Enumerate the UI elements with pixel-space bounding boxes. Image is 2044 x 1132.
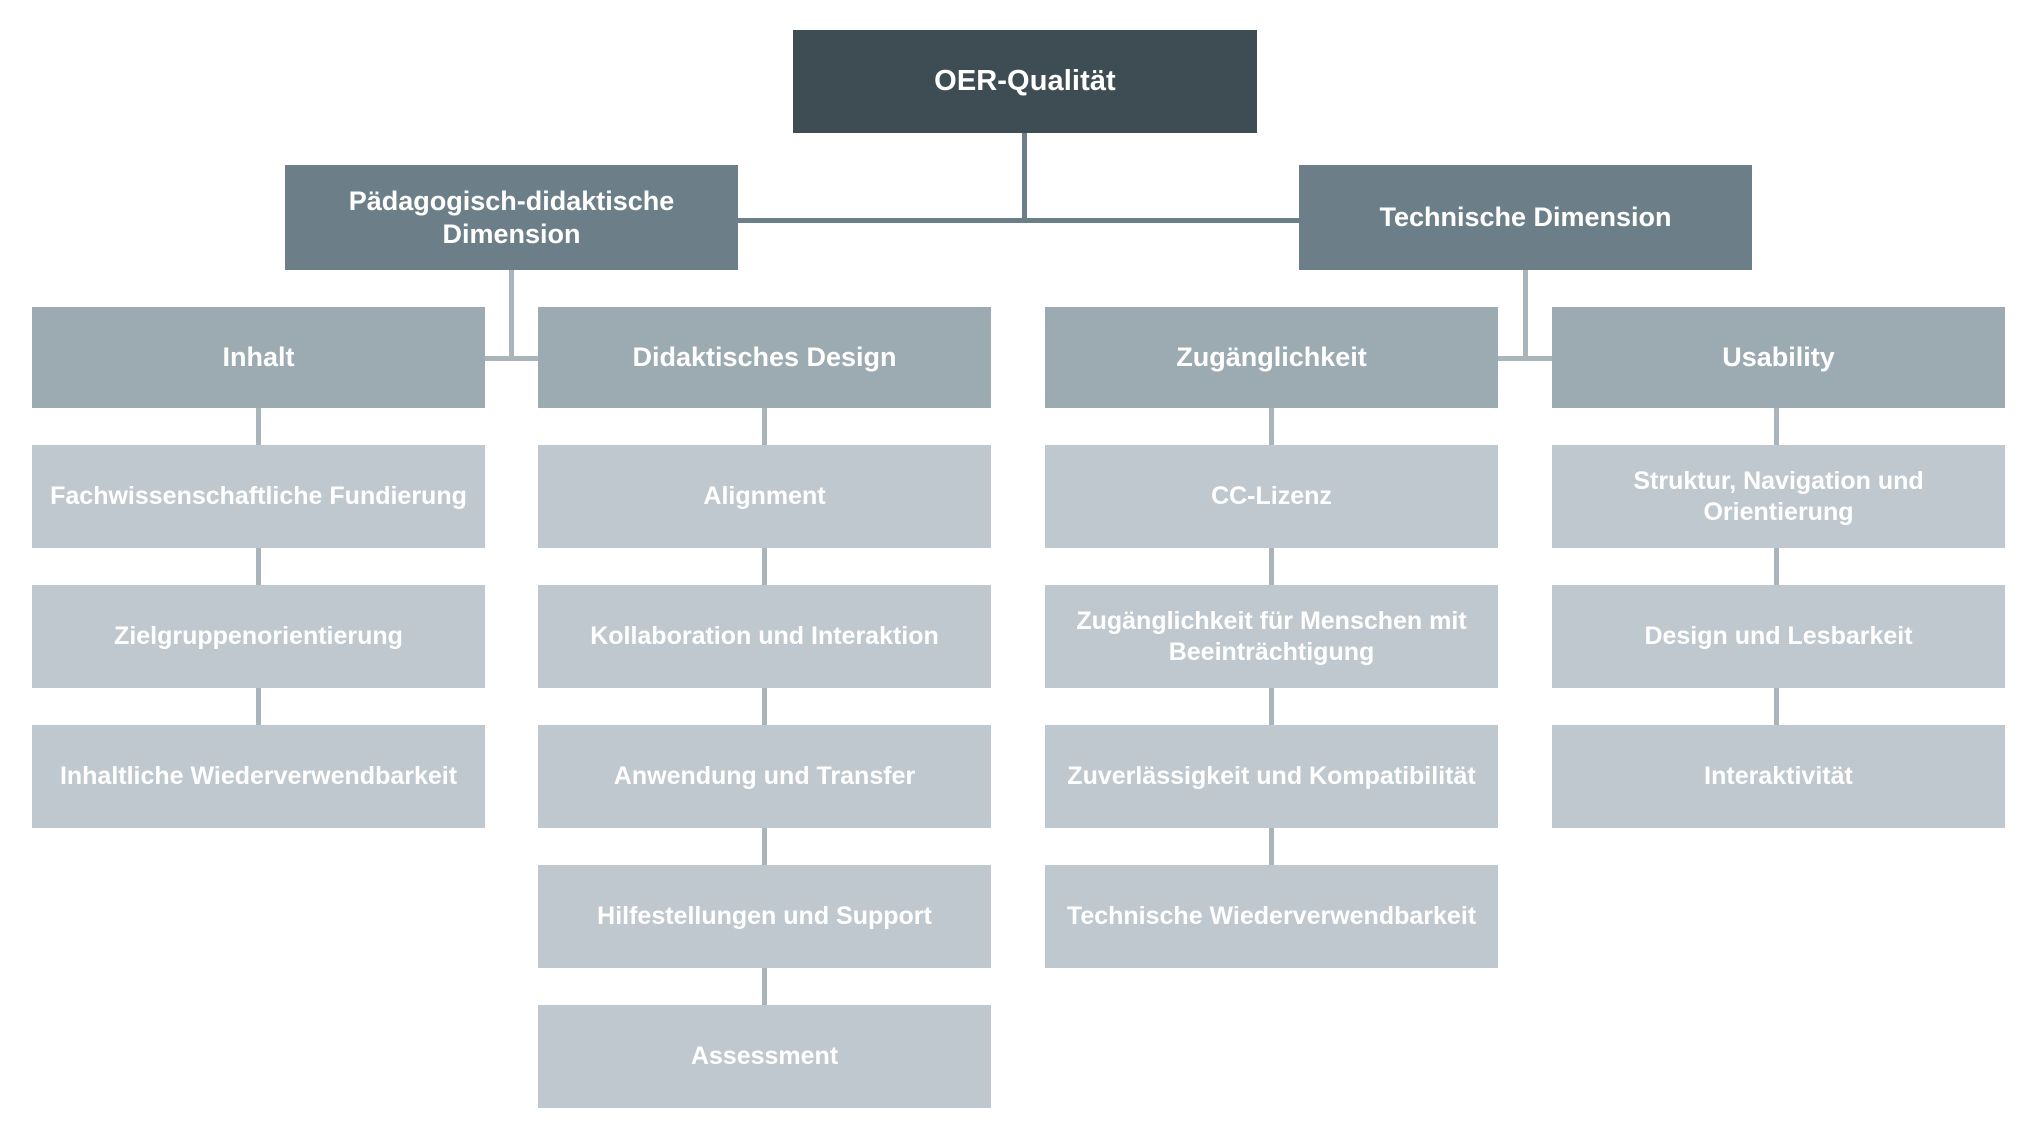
node-label: Usability — [1722, 342, 1835, 373]
node-label: CC-Lizenz — [1211, 482, 1332, 511]
node-leaf-fachwissenschaftliche-fundierung[interactable]: Fachwissenschaftliche Fundierung — [32, 445, 485, 548]
node-label: Technische Dimension — [1379, 202, 1672, 233]
node-leaf-anwendung-und-transfer[interactable]: Anwendung und Transfer — [538, 725, 991, 828]
node-leaf-zugaenglichkeit-fuer-menschen-mit-beeintraechtigung[interactable]: Zugänglichkeit für Menschen mit Beeinträ… — [1045, 585, 1498, 688]
node-leaf-cc-lizenz[interactable]: CC-Lizenz — [1045, 445, 1498, 548]
connector-root-down — [1022, 133, 1027, 221]
node-label: Zugänglichkeit — [1176, 342, 1367, 373]
node-leaf-design-und-lesbarkeit[interactable]: Design und Lesbarkeit — [1552, 585, 2005, 688]
connector-col1-chain — [256, 408, 261, 726]
node-leaf-interaktivitaet[interactable]: Interaktivität — [1552, 725, 2005, 828]
node-category-didaktisches-design[interactable]: Didaktisches Design — [538, 307, 991, 408]
node-leaf-technische-wiederverwendbarkeit[interactable]: Technische Wiederverwendbarkeit — [1045, 865, 1498, 968]
connector-dim-left-down — [509, 270, 514, 361]
node-dimension-paedagogisch-didaktisch[interactable]: Pädagogisch-didaktische Dimension — [285, 165, 738, 270]
connector-dim-right-down — [1523, 270, 1528, 361]
node-root-oer-qualitaet[interactable]: OER-Qualität — [793, 30, 1257, 133]
node-leaf-zuverlaessigkeit-und-kompatibilitaet[interactable]: Zuverlässigkeit und Kompatibilität — [1045, 725, 1498, 828]
node-dimension-technisch[interactable]: Technische Dimension — [1299, 165, 1752, 270]
node-label: Anwendung und Transfer — [613, 762, 916, 791]
connector-dimension-spine — [738, 218, 1300, 223]
node-label: Pädagogisch-didaktische Dimension — [348, 185, 675, 249]
node-leaf-struktur-navigation-und-orientierung[interactable]: Struktur, Navigation und Orientierung — [1552, 445, 2005, 548]
node-leaf-alignment[interactable]: Alignment — [538, 445, 991, 548]
node-label: Zielgruppenorientierung — [114, 622, 403, 651]
node-label: Inhalt — [222, 342, 295, 373]
node-label: OER-Qualität — [934, 64, 1116, 97]
node-leaf-assessment[interactable]: Assessment — [538, 1005, 991, 1108]
node-label: Design und Lesbarkeit — [1644, 622, 1913, 651]
node-leaf-zielgruppenorientierung[interactable]: Zielgruppenorientierung — [32, 585, 485, 688]
node-category-zugaenglichkeit[interactable]: Zugänglichkeit — [1045, 307, 1498, 408]
node-label: Hilfestellungen und Support — [597, 902, 932, 931]
connector-category-spine-left — [485, 356, 539, 361]
node-label: Zugänglichkeit für Menschen mit Beeinträ… — [1076, 607, 1467, 666]
node-label: Technische Wiederverwendbarkeit — [1066, 902, 1477, 931]
node-label: Zuverlässigkeit und Kompatibilität — [1067, 762, 1476, 791]
node-label: Interaktivität — [1704, 762, 1853, 791]
node-label: Fachwissenschaftliche Fundierung — [50, 482, 467, 511]
node-label: Assessment — [690, 1042, 839, 1071]
node-label: Didaktisches Design — [632, 342, 897, 373]
connector-col2-chain — [762, 408, 767, 1006]
node-label: Kollaboration und Interaktion — [590, 622, 939, 651]
connector-col4-chain — [1774, 408, 1779, 726]
node-label: Struktur, Navigation und Orientierung — [1633, 467, 1924, 526]
connector-category-spine-right — [1498, 356, 1552, 361]
node-label: Inhaltliche Wiederverwendbarkeit — [59, 762, 458, 791]
node-category-usability[interactable]: Usability — [1552, 307, 2005, 408]
node-leaf-hilfestellungen-und-support[interactable]: Hilfestellungen und Support — [538, 865, 991, 968]
node-category-inhalt[interactable]: Inhalt — [32, 307, 485, 408]
node-label: Alignment — [703, 482, 826, 511]
node-leaf-inhaltliche-wiederverwendbarkeit[interactable]: Inhaltliche Wiederverwendbarkeit — [32, 725, 485, 828]
node-leaf-kollaboration-und-interaktion[interactable]: Kollaboration und Interaktion — [538, 585, 991, 688]
